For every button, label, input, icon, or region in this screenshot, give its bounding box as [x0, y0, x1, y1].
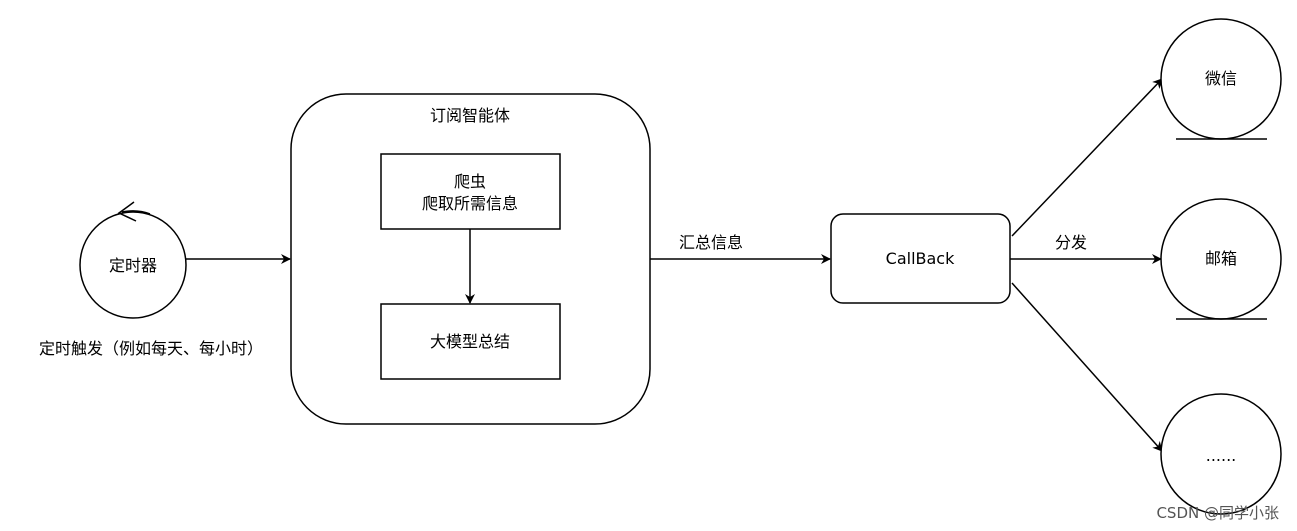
callback-label: CallBack — [886, 249, 955, 268]
edge-dispatch-label: 分发 — [1055, 233, 1087, 252]
timer-caption: 定时触发（例如每天、每小时） — [39, 339, 263, 358]
timer-label: 定时器 — [109, 256, 157, 275]
timer-arrowhead-icon — [117, 201, 137, 222]
crawler-description: 爬取所需信息 — [422, 194, 518, 213]
target-email: 邮箱 — [1160, 198, 1282, 320]
llm-summary-label: 大模型总结 — [430, 332, 510, 351]
crawler-box: 爬虫 爬取所需信息 — [380, 153, 561, 230]
target-email-label: 邮箱 — [1205, 249, 1237, 268]
crawler-title: 爬虫 — [454, 172, 486, 191]
timer-node: 定时器 — [79, 201, 187, 319]
edge-callback-to-more — [1011, 282, 1163, 452]
target-more: ...... — [1160, 393, 1282, 515]
edge-callback-to-wechat — [1011, 78, 1163, 237]
edge-summary-label: 汇总信息 — [679, 233, 743, 252]
agent-title: 订阅智能体 — [430, 106, 510, 125]
target-wechat-label: 微信 — [1205, 69, 1237, 88]
timer-rotate-arrow-icon — [121, 210, 151, 215]
target-more-label: ...... — [1206, 446, 1237, 465]
target-wechat: 微信 — [1160, 18, 1282, 140]
llm-summary-box: 大模型总结 — [380, 303, 561, 380]
callback-box: CallBack — [830, 213, 1011, 304]
watermark: CSDN @同学小张 — [1156, 504, 1279, 522]
